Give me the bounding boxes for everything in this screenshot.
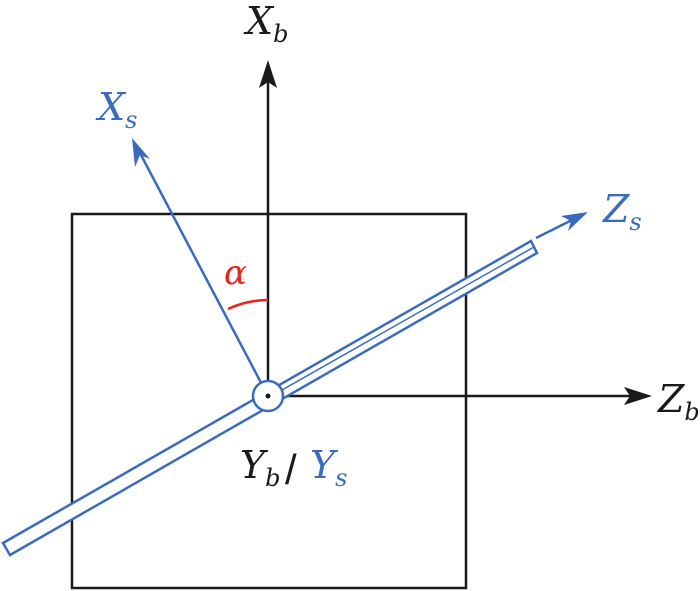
xs-label: Xs: [95, 85, 137, 134]
ys-label: Ys: [310, 443, 347, 492]
alpha-label: α: [224, 253, 247, 293]
xs-arrowhead: [132, 138, 150, 167]
yb-label: Yb: [240, 443, 280, 492]
frame-separator: /: [285, 446, 297, 493]
xb-arrowhead: [259, 60, 277, 88]
zs-arrowhead: [561, 212, 588, 231]
sensor-rod-centerline: [281, 246, 535, 391]
angle-arc: [227, 298, 269, 311]
xb-label: Xb: [243, 0, 288, 48]
zb-label: Zb: [657, 377, 700, 426]
zb-arrowhead: [624, 387, 652, 405]
zs-label: Zs: [602, 187, 642, 236]
origin-dot: [265, 393, 271, 399]
xs-axis: [139, 154, 270, 397]
zs-axis: [535, 218, 573, 240]
